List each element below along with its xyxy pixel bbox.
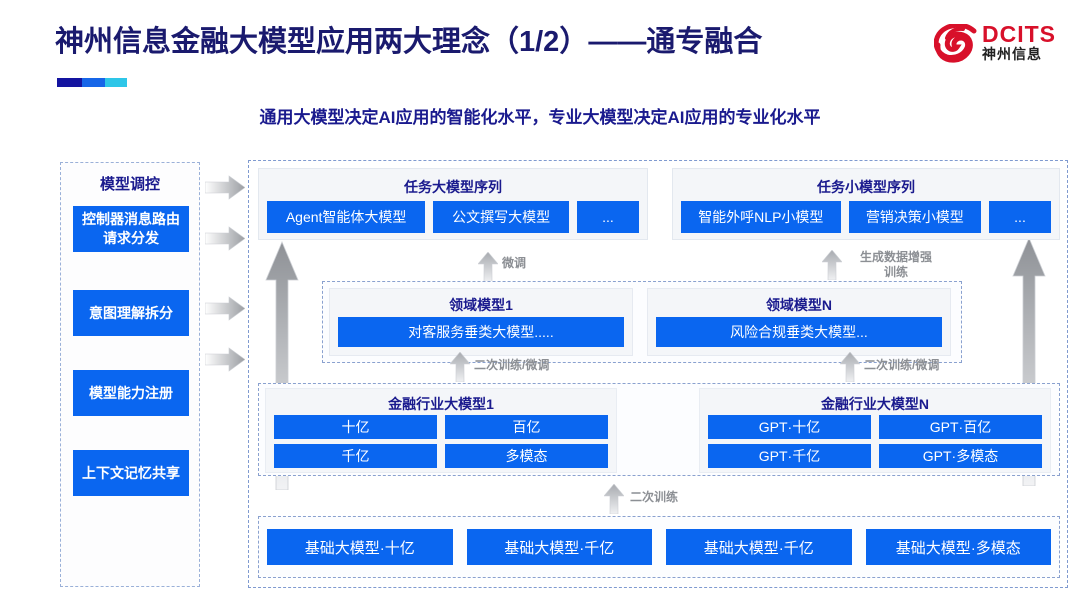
task-small-model-sequence: 任务小模型序列 智能外呼NLP小模型 营销决策小模型 ... <box>672 168 1060 240</box>
domain-model-frame: 领域模型1 对客服务垂类大模型..... 领域模型N 风险合规垂类大模型... <box>322 281 962 363</box>
finance-model-1: 金融行业大模型1 十亿 百亿 千亿 多模态 <box>265 388 617 473</box>
base-model-row: 基础大模型·十亿 基础大模型·千亿 基础大模型·千亿 基础大模型·多模态 <box>267 529 1051 565</box>
label-retrain-finetune-right: 二次训练/微调 <box>864 358 940 372</box>
sidebar-title: 模型调控 <box>99 176 160 193</box>
chip-agent-model[interactable]: Agent智能体大模型 <box>267 201 426 233</box>
right-arrow-icon-4 <box>205 347 245 372</box>
sidebar-item-capability-registry[interactable]: 模型能力注册 <box>73 370 189 416</box>
finance-cell-n-a[interactable]: GPT·十亿 <box>708 415 871 439</box>
label-retrain-bottom: 二次训练 <box>630 490 679 504</box>
label-augment-line1: 生成数据增强 <box>859 250 932 264</box>
logo-cn-label: 神州信息 <box>982 46 1042 62</box>
dcits-logo: DCITS 神州信息 <box>934 20 1064 76</box>
base-model-4[interactable]: 基础大模型·多模态 <box>865 529 1051 565</box>
finance-model-1-grid: 十亿 百亿 千亿 多模态 <box>274 415 608 468</box>
up-arrow-retrain-bottom-icon <box>604 484 624 514</box>
finance-cell-1-a[interactable]: 十亿 <box>274 415 437 439</box>
finance-cell-n-d[interactable]: GPT·多模态 <box>879 444 1042 468</box>
page-title: 神州信息金融大模型应用两大理念（1/2）——通专融合 <box>55 26 763 58</box>
base-model-3[interactable]: 基础大模型·千亿 <box>666 529 852 565</box>
sidebar-item-intent-parsing[interactable]: 意图理解拆分 <box>73 290 189 336</box>
task-large-model-sequence-title: 任务大模型序列 <box>404 179 502 195</box>
task-large-model-sequence: 任务大模型序列 Agent智能体大模型 公文撰写大模型 ... <box>258 168 648 240</box>
right-arrow-icon-2 <box>205 226 245 251</box>
finance-model-n: 金融行业大模型N GPT·十亿 GPT·百亿 GPT·千亿 GPT·多模态 <box>699 388 1051 473</box>
label-augment-line2: 训练 <box>883 265 908 279</box>
chip-doc-writing-model[interactable]: 公文撰写大模型 <box>433 201 569 233</box>
finance-model-n-title: 金融行业大模型N <box>820 396 930 412</box>
base-model-frame: 基础大模型·十亿 基础大模型·千亿 基础大模型·千亿 基础大模型·多模态 <box>258 516 1060 578</box>
finance-cell-n-b[interactable]: GPT·百亿 <box>879 415 1042 439</box>
chip-more-left[interactable]: ... <box>577 201 639 233</box>
finance-cell-1-b[interactable]: 百亿 <box>445 415 608 439</box>
page-subtitle: 通用大模型决定AI应用的智能化水平，专业大模型决定AI应用的专业化水平 <box>259 108 821 127</box>
chip-nlp-outbound-model[interactable]: 智能外呼NLP小模型 <box>681 201 841 233</box>
sidebar-item-controller-routing[interactable]: 控制器消息路由请求分发 <box>73 206 189 252</box>
architecture-frame <box>248 160 1068 588</box>
title-accent-bar <box>57 78 127 87</box>
finance-cell-1-c[interactable]: 千亿 <box>274 444 437 468</box>
finance-model-n-grid: GPT·十亿 GPT·百亿 GPT·千亿 GPT·多模态 <box>708 415 1042 468</box>
up-arrow-finetune-icon <box>478 252 498 282</box>
up-arrow-retrain-right-icon <box>840 352 860 382</box>
finance-cell-1-d[interactable]: 多模态 <box>445 444 608 468</box>
task-large-model-chip-row: Agent智能体大模型 公文撰写大模型 ... <box>267 201 639 233</box>
accent-seg-2 <box>82 78 105 87</box>
right-arrow-icon-3 <box>205 296 245 321</box>
domain-model-1-chip[interactable]: 对客服务垂类大模型..... <box>338 317 624 347</box>
domain-model-n-chip[interactable]: 风险合规垂类大模型... <box>656 317 942 347</box>
task-small-model-chip-row: 智能外呼NLP小模型 营销决策小模型 ... <box>681 201 1052 233</box>
up-arrow-retrain-left-icon <box>450 352 470 382</box>
dcits-swirl-icon <box>934 24 977 63</box>
chip-more-right[interactable]: ... <box>989 201 1052 233</box>
domain-model-1: 领域模型1 对客服务垂类大模型..... <box>329 288 633 356</box>
finance-model-frame: 金融行业大模型1 十亿 百亿 千亿 多模态 金融行业大模型N GPT·十亿 GP… <box>258 383 1060 476</box>
logo-text: DCITS 神州信息 <box>982 22 1056 63</box>
domain-model-1-title: 领域模型1 <box>449 297 513 313</box>
finance-cell-n-c[interactable]: GPT·千亿 <box>708 444 871 468</box>
domain-model-n: 领域模型N 风险合规垂类大模型... <box>647 288 951 356</box>
logo-en-label: DCITS <box>982 21 1056 47</box>
base-model-1[interactable]: 基础大模型·十亿 <box>267 529 453 565</box>
model-control-panel: 模型调控 控制器消息路由请求分发 意图理解拆分 模型能力注册 上下文记忆共享 <box>60 162 200 587</box>
finance-model-1-title: 金融行业大模型1 <box>388 396 494 412</box>
label-finetune-left: 微调 <box>502 256 527 270</box>
accent-seg-1 <box>57 78 83 87</box>
base-model-2[interactable]: 基础大模型·千亿 <box>466 529 652 565</box>
right-arrow-icon-1 <box>205 175 245 200</box>
sidebar-item-context-memory[interactable]: 上下文记忆共享 <box>73 450 189 496</box>
task-small-model-sequence-title: 任务小模型序列 <box>817 179 915 195</box>
up-arrow-augment-icon <box>822 250 842 280</box>
chip-marketing-decision-model[interactable]: 营销决策小模型 <box>848 201 982 233</box>
accent-seg-3 <box>104 78 127 87</box>
domain-model-n-title: 领域模型N <box>765 297 833 313</box>
label-retrain-finetune-left: 二次训练/微调 <box>474 358 550 372</box>
